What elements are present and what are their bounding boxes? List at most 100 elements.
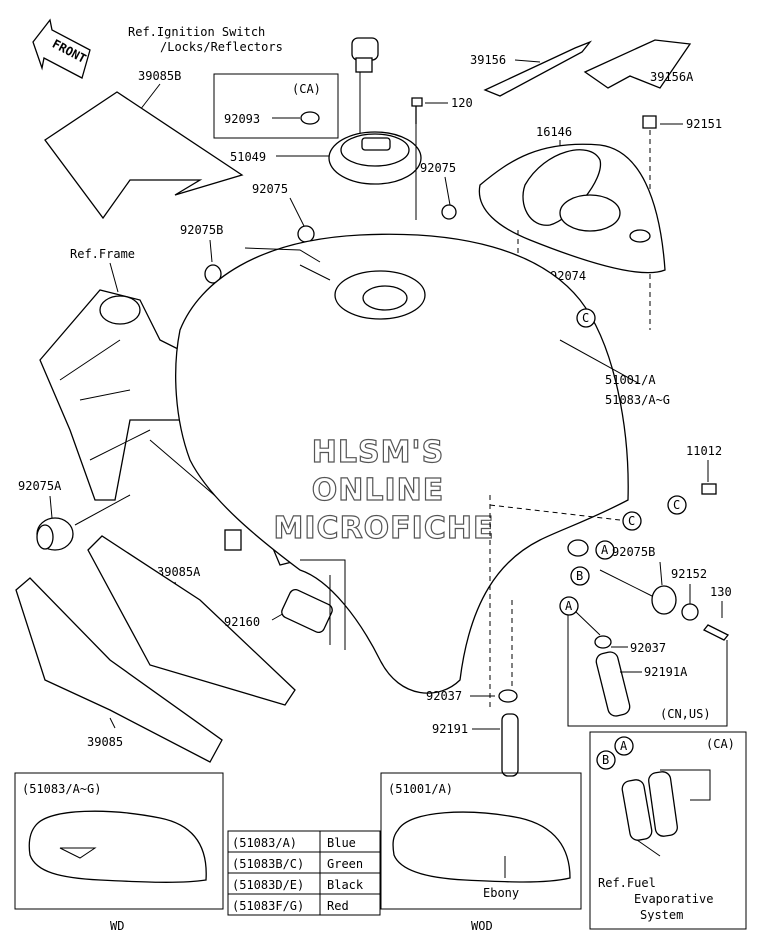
ca-box: [213, 73, 339, 139]
callout-11012: 11012: [686, 444, 722, 458]
callout-92075B-mid: 92075B: [612, 545, 655, 559]
callout-92093: 92093: [224, 112, 260, 126]
inset-wod-title: (51001/A): [388, 782, 453, 796]
color-code-1: (51083B/C): [232, 857, 304, 871]
front-arrow-icon: FRONT: [32, 18, 91, 79]
marker-c-lower: [622, 511, 642, 531]
callout-120: 120: [451, 96, 473, 110]
marker-c-tank-label: C: [582, 311, 589, 325]
trim-39156A-icon: [583, 39, 692, 89]
hose-92191A-icon: [595, 651, 631, 717]
callout-51049: 51049: [230, 150, 266, 164]
dash-panel-16146-icon: [478, 143, 666, 274]
color-code-0: (51083/A): [232, 836, 297, 850]
ca-box-right: [589, 731, 747, 930]
callout-92075-left: 92075: [252, 182, 288, 196]
frame-icon: [39, 289, 301, 566]
callout-16146: 16146: [536, 125, 572, 139]
callout-92075A: 92075A: [18, 479, 62, 493]
callout-51001A: 51001/A: [605, 373, 656, 387]
washer-92152-icon: [681, 603, 699, 621]
inset-wod-label: Ebony: [483, 886, 519, 900]
callout-92075-right: 92075: [420, 161, 456, 175]
marker-c-11012-label: C: [673, 498, 680, 512]
callout-92191A: 92191A: [644, 665, 688, 679]
callout-130: 130: [710, 585, 732, 599]
watermark-line-3: MICROFICHE: [274, 511, 495, 546]
grommet-92075-left-icon: [297, 225, 315, 243]
marker-a-cnus-label: A: [565, 599, 573, 613]
tank-wod-icon: [392, 811, 571, 883]
grommet-92075-right-icon: [441, 204, 457, 220]
cn-us-box: [567, 612, 728, 727]
clamp-92037-upper-icon: [594, 635, 612, 649]
ref-ignition-label-1: Ref.Ignition Switch: [128, 25, 265, 39]
watermark-line-2: ONLINE: [312, 473, 445, 508]
marker-a-tank: [595, 540, 615, 560]
ref-ignition-label-2: /Locks/Reflectors: [160, 40, 283, 54]
color-name-0: Blue: [327, 836, 356, 850]
inset-wd-title: (51083/A~G): [22, 782, 101, 796]
callout-92160: 92160: [224, 615, 260, 629]
callout-92037-lower: 92037: [426, 689, 462, 703]
callout-92075B-top: 92075B: [180, 223, 223, 237]
marker-a-ca-label: A: [620, 739, 628, 753]
color-name-2: Black: [327, 878, 364, 892]
color-code-3: (51083F/G): [232, 899, 304, 913]
ref-fuel-label-2: Evaporative: [634, 892, 713, 906]
marker-c-lower-label: C: [628, 514, 635, 528]
ref-fuel-label-1: Ref.Fuel: [598, 876, 656, 890]
clamp-92037-lower-icon: [498, 689, 518, 703]
hose-92191-icon: [501, 713, 519, 777]
inset-wod-caption: WOD: [471, 919, 493, 933]
ca-box-label: (CA): [292, 82, 321, 96]
callout-39085A: 39085A: [157, 565, 201, 579]
ref-fuel-label-3: System: [640, 908, 683, 922]
grommet-92075A-icon: [36, 517, 74, 551]
marker-a-cnus: [559, 596, 579, 616]
callout-39156: 39156: [470, 53, 506, 67]
trim-39156-icon: [483, 40, 593, 97]
grommet-92075B-top-icon: [204, 264, 222, 284]
ignition-cap-icon: [351, 37, 379, 73]
callout-92152: 92152: [671, 567, 707, 581]
watermark-line-1: HLSM'S: [312, 435, 444, 470]
cn-us-label: (CN,US): [660, 707, 711, 721]
callout-51083AG: 51083/A~G: [605, 393, 670, 407]
callout-92191: 92191: [432, 722, 468, 736]
bolt-130-icon: [702, 624, 730, 641]
ref-frame-label: Ref.Frame: [70, 247, 135, 261]
callout-39085: 39085: [87, 735, 123, 749]
color-name-3: Red: [327, 899, 349, 913]
marker-a-tank-label: A: [601, 543, 609, 557]
fitting-icon: [567, 539, 589, 557]
screw-92151-icon: [642, 115, 657, 129]
evap-hoses-icon: [621, 769, 711, 857]
bolt-120-icon: [411, 97, 423, 124]
ca-box-right-label: (CA): [706, 737, 735, 751]
marker-b-tank-label: B: [576, 569, 583, 583]
marker-c-tank: [576, 308, 596, 328]
damper-92160-icon: [281, 589, 333, 633]
inset-wod-box: [380, 772, 582, 910]
marker-b-ca-label: B: [602, 753, 609, 767]
marker-c-11012: [667, 495, 687, 515]
inset-wd-caption: WD: [110, 919, 124, 933]
grommet-92093-icon: [300, 111, 320, 125]
inset-wd-box: [14, 772, 224, 910]
clip-11012-icon: [701, 483, 717, 495]
callout-39085B: 39085B: [138, 69, 181, 83]
pad-39085B-icon: [44, 91, 244, 220]
color-table: (51083/A) Blue (51083B/C) Green (51083D/…: [227, 830, 381, 916]
marker-b-tank: [570, 566, 590, 586]
callout-39156A: 39156A: [650, 70, 694, 84]
fuel-cap-51049-icon: [328, 131, 422, 185]
pad-39085-icon: [15, 577, 223, 763]
marker-b-ca: [596, 750, 616, 770]
pad-39085A-icon: [87, 535, 296, 706]
marker-a-ca: [614, 736, 634, 756]
grommet-92075B-mid-icon: [651, 585, 677, 615]
callout-92037-upper: 92037: [630, 641, 666, 655]
color-name-1: Green: [327, 857, 363, 871]
